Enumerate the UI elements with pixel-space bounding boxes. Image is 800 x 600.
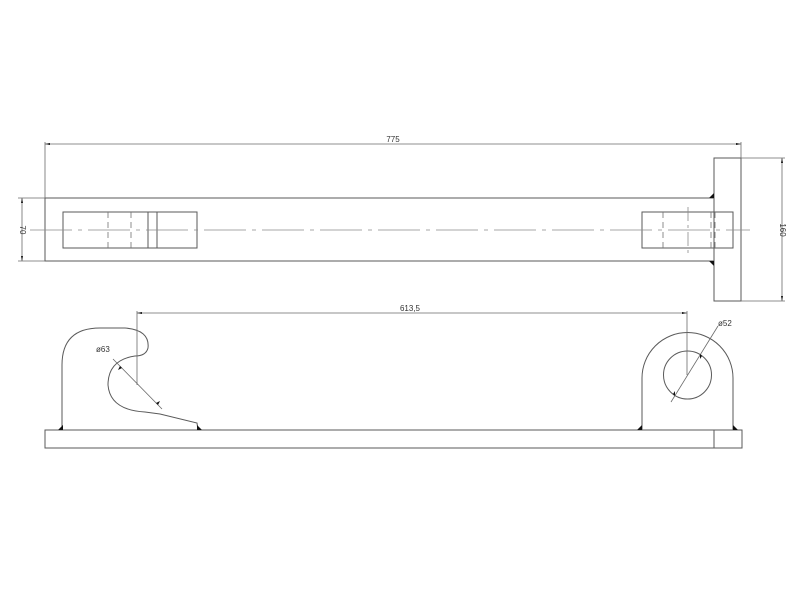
weld-symbol [197,425,202,430]
top-view: 775 70 160 [18,135,787,302]
dimension-overall-length: 775 [44,135,742,198]
eye-hole [663,350,712,400]
flange-plate-outline [713,157,742,302]
main-bar-outline [44,197,715,262]
dimension-label-70: 70 [18,226,27,235]
weld-symbol [58,425,63,430]
base-plate-outline [44,429,743,449]
weld-symbol [709,261,714,266]
dimension-bar-width: 70 [18,197,45,262]
dimension-hook-diameter: ø63 [96,345,163,410]
weld-symbol [733,425,738,430]
weld-symbol [637,425,642,430]
dimension-label-o63: ø63 [96,345,110,354]
dimension-label-o52: ø52 [718,319,732,328]
dimension-flange-height: 160 [741,157,787,302]
dimension-eye-diameter: ø52 [670,319,732,403]
weld-symbol [709,193,714,198]
dimension-label-775: 775 [386,135,400,144]
dimension-hook-to-eye: 613,5 [136,304,688,385]
dimension-label-160: 160 [778,223,787,237]
front-view: 613,5 ø63 ø52 [44,304,743,449]
hook-profile [61,327,199,431]
dimension-label-613-5: 613,5 [400,304,421,313]
eye-lug-profile [641,332,734,430]
